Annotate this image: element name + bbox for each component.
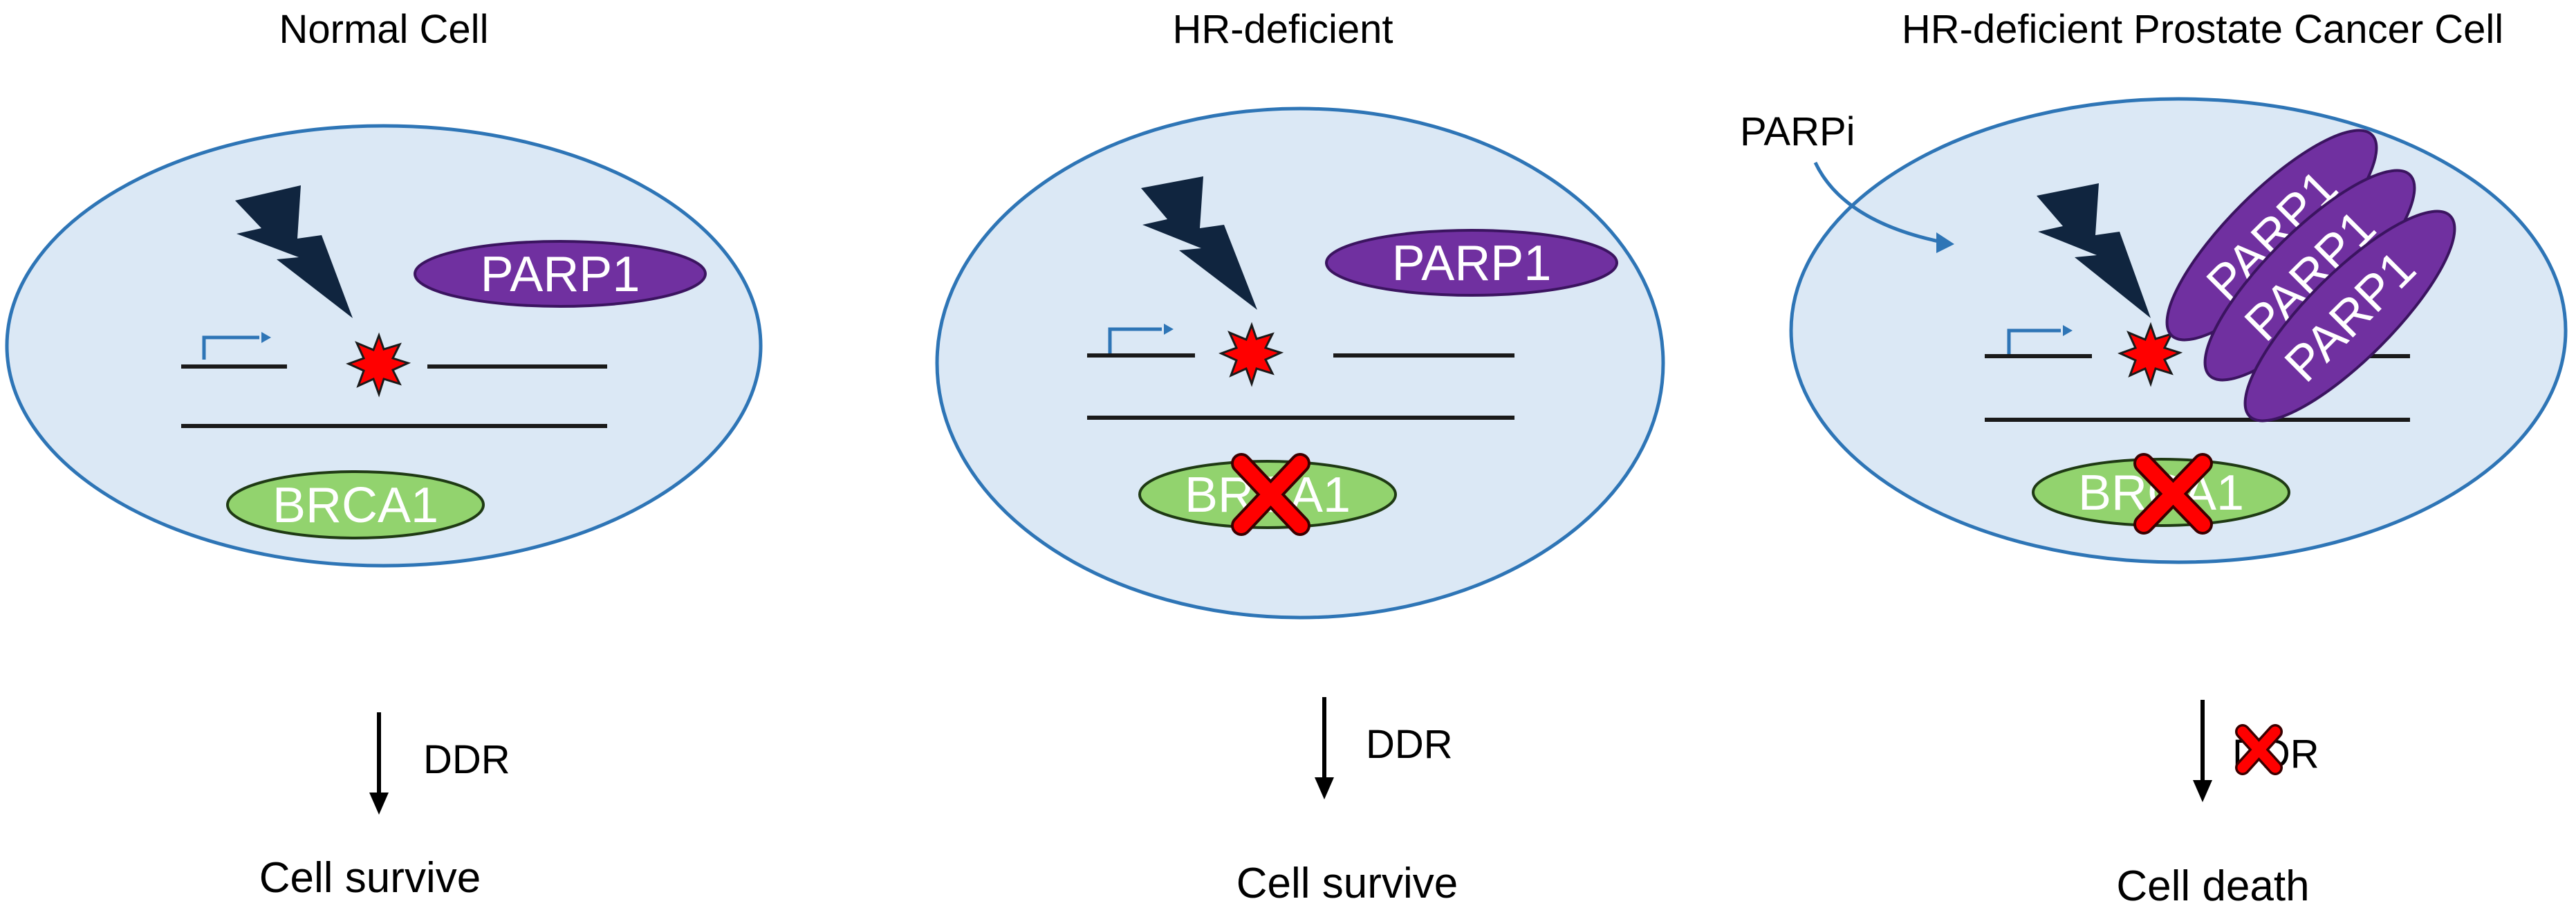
cell-outcome: Cell survive: [1236, 860, 1458, 907]
cell-membrane: [935, 106, 1665, 620]
panel-hr-deficient-prostate-cancer-cell: HR-deficient Prostate Cancer Cell PARPi …: [1740, 7, 2568, 910]
cell-outcome: Cell survive: [259, 854, 481, 902]
down-arrowhead: [369, 793, 389, 815]
parp1-protein: [1325, 229, 1618, 297]
promoter-arrowhead: [261, 332, 271, 343]
panel-normal-cell: Normal Cell PARP1 BRCA1 DDR Cell survive: [5, 7, 763, 902]
parpi-entry-arrow: [1813, 161, 1943, 244]
lightning-bolt-icon: [1141, 176, 1257, 310]
parp1-label: PARP1: [1392, 236, 1552, 291]
parp1-protein: [414, 240, 707, 308]
cell-outcome: Cell death: [2116, 862, 2309, 910]
parp1-label: PARP1: [481, 247, 640, 302]
panel-title: HR-deficient Prostate Cancer Cell: [1902, 7, 2503, 52]
dna-damage-burst-icon: [1218, 322, 1284, 387]
lightning-bolt-icon: [235, 185, 353, 318]
down-arrowhead: [2193, 780, 2212, 802]
panel-title: HR-deficient: [1172, 7, 1393, 52]
promoter-arrow-icon: [2007, 328, 2061, 356]
cell-membrane: [5, 124, 763, 568]
panel-hr-deficient: HR-deficient PARP1 BRCA1 DDR Cell surviv…: [935, 7, 1665, 907]
brca1-protein: [226, 470, 485, 539]
parpi-label: PARPi: [1740, 109, 1855, 154]
promoter-arrow-icon: [1108, 327, 1162, 355]
promoter-arrow-icon: [202, 335, 259, 360]
dna-damage-burst-icon: [346, 332, 411, 398]
red-cross-icon: [2235, 724, 2283, 775]
promoter-arrowhead: [2063, 325, 2073, 336]
brca1-label: BRCA1: [272, 478, 438, 533]
down-arrowhead: [1315, 777, 1334, 799]
ddr-label: DDR: [423, 737, 510, 782]
parp1-protein: PARP1: [2243, 210, 2456, 423]
lightning-bolt-icon: [2037, 183, 2151, 318]
ddr-label: DDR: [1366, 722, 1453, 767]
parpi-entry-arrowhead: [1936, 232, 1954, 253]
red-cross-icon: [2133, 453, 2213, 535]
trapped-parp1-stack: PARP1 PARP1 PARP1: [2165, 129, 2456, 423]
promoter-arrowhead: [1164, 324, 1174, 335]
panel-title: Normal Cell: [279, 7, 489, 52]
dna-damage-burst-icon: [2118, 322, 2183, 387]
red-cross-icon: [1231, 453, 1310, 536]
